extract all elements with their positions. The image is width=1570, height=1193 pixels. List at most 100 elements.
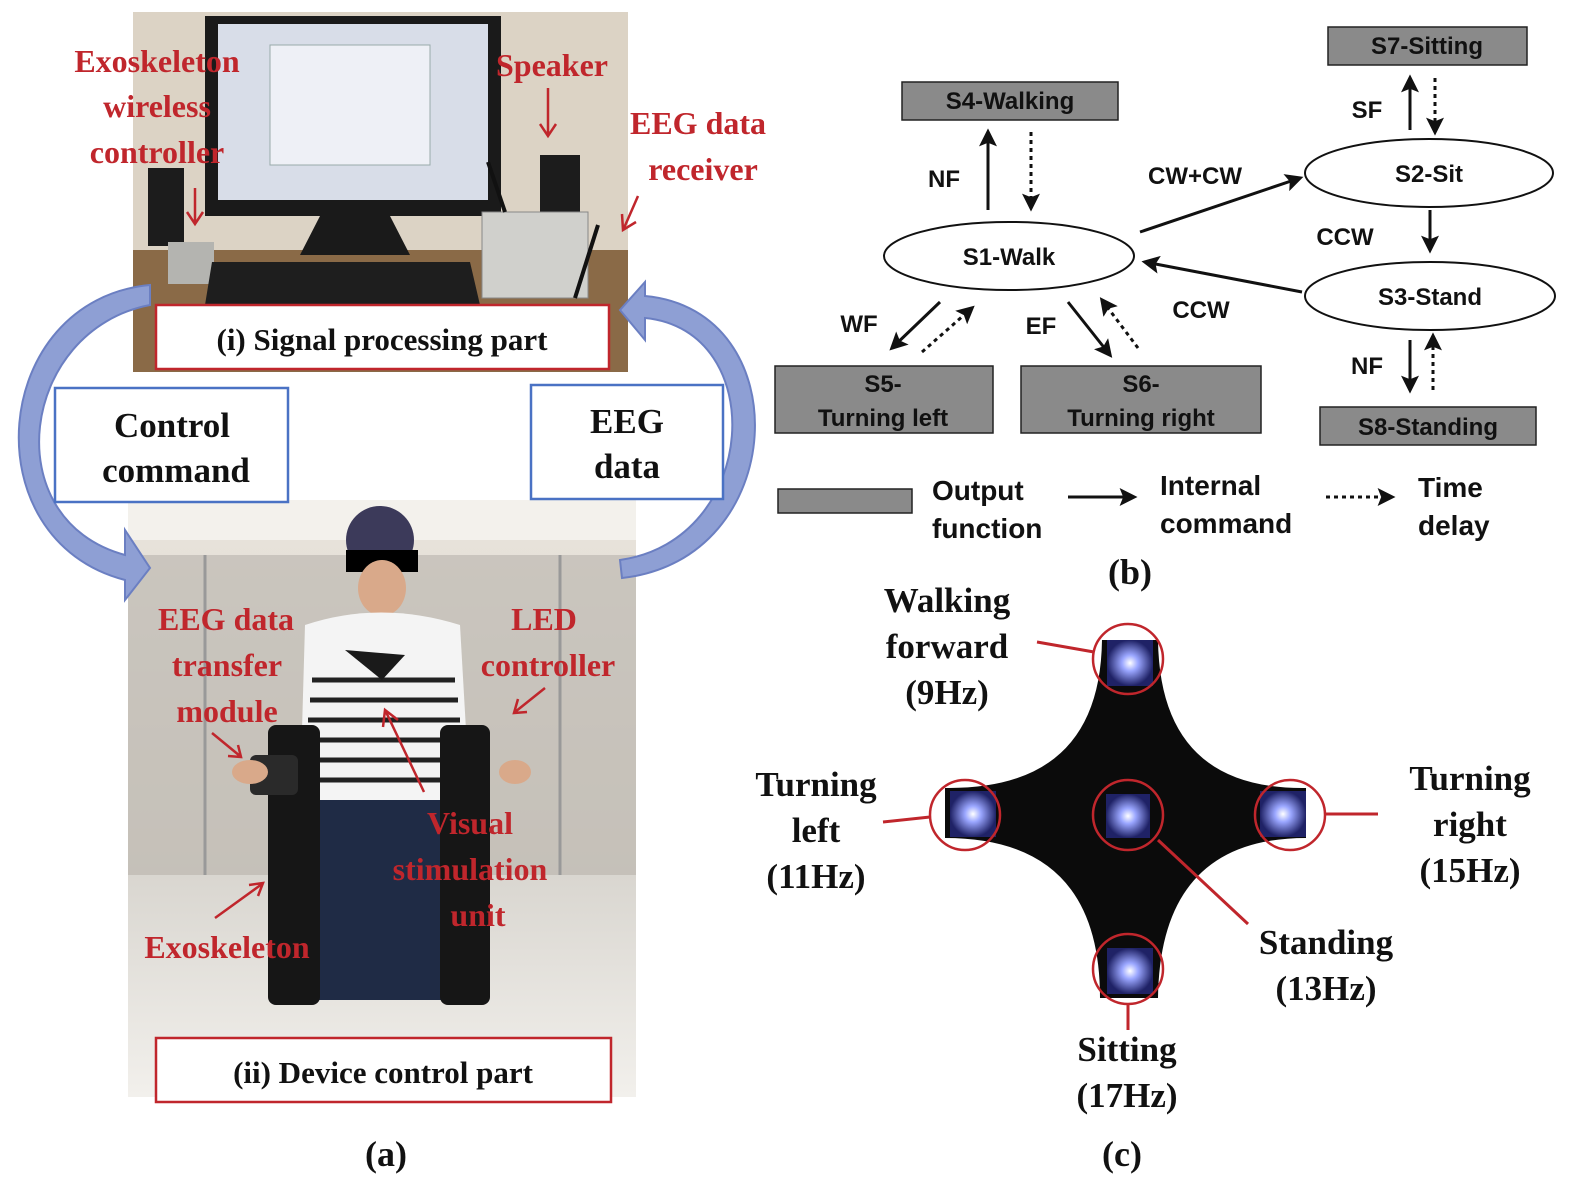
eeg-data-line1: EEG [590,402,664,441]
label-standing-2: (13Hz) [1275,969,1376,1008]
state-s8-label: S8-Standing [1358,414,1498,441]
state-s2-label: S2-Sit [1395,161,1463,188]
control-command-line2: command [102,451,250,490]
state-s1-label: S1-Walk [963,244,1056,271]
circle-forward [1091,622,1165,696]
eeg-data-box [529,383,725,501]
caption-b: (b) [1108,552,1152,592]
state-s8-box [1319,406,1537,446]
transfer-module-label-1: EEG data [158,601,294,637]
transfer-module-label-2: transfer [172,647,282,683]
led-standing-icon [1106,794,1150,838]
caption-c: (c) [1102,1134,1142,1174]
exoskeleton-right-icon [440,725,490,1005]
led-left-icon [950,791,996,837]
legend-internal-line1: Internal [1160,470,1261,501]
state-s3-ellipse [1304,261,1556,331]
state-s4-label: S4-Walking [946,88,1074,115]
device-control-label: (ii) Device control part [233,1055,534,1090]
arrow-s1-s2 [1139,174,1304,234]
pointer-led [512,687,546,715]
label-forward-3: (9Hz) [905,673,989,712]
label-right-1: Turning [1409,759,1531,798]
exoskeleton-label: Exoskeleton [144,929,310,965]
edge-nf-top-label: NF [928,166,960,193]
edge-wf-label: WF [840,311,877,338]
pointer-visual [381,707,426,793]
label-sitting-1: Sitting [1077,1030,1177,1069]
label-right-3: (15Hz) [1419,851,1520,890]
exo-controller-label-2: wireless [103,88,211,124]
delay-s6-s1 [1099,297,1140,349]
arrow-s1-s5 [889,300,942,351]
state-diagram: S4-Walking S7-Sitting S5- Turning left S… [774,26,1556,544]
visual-unit-label-3: unit [450,897,505,933]
eeg-receiver-label-1: EEG data [630,105,766,141]
label-left-2: left [792,811,841,850]
stimulation-unit-icon [345,650,405,680]
circle-left [928,778,1002,852]
speaker-left-icon [148,168,184,246]
edge-ccw-down-label: CCW [1316,224,1374,251]
control-command-line1: Control [114,406,230,445]
state-s6-box [1020,365,1262,434]
label-standing-1: Standing [1259,923,1394,962]
legend-delay-line1: Time [1418,472,1483,503]
exo-controller-label-3: controller [90,134,224,170]
pointer-controller [185,188,205,227]
caption-a: (a) [365,1134,407,1174]
pointer-receiver [620,195,640,233]
eeg-data-line2: data [594,447,660,486]
person-jeans [318,800,448,1000]
pointer-exoskeleton [214,881,265,920]
led-forward-icon [1107,640,1153,686]
pointer-speaker [538,88,558,139]
eeg-receiver-icon [481,211,589,299]
leader-forward [1036,640,1095,654]
eeg-receiver-label-2: receiver [648,151,758,187]
stimulation-panel: Walking forward (9Hz) Turning left (11Hz… [755,581,1531,1115]
state-s3-label: S3-Stand [1378,284,1482,311]
pointer-transfer [211,732,243,759]
exo-controller-label-1: Exoskeleton [74,43,240,79]
legend-output-line2: function [932,513,1042,544]
label-left-1: Turning [755,765,877,804]
legend-output-swatch [777,488,913,514]
photo-device-control [128,500,636,1097]
state-s1-ellipse [883,221,1135,291]
control-command-box [53,386,290,504]
led-controller-label-1: LED [511,601,577,637]
legend-internal-line2: command [1160,508,1292,539]
legend-output-line1: Output [932,475,1024,506]
speaker-label: Speaker [496,47,608,83]
state-s2-ellipse [1304,138,1554,208]
transfer-module-label-3: module [176,693,277,729]
state-s6-label-2: Turning right [1067,405,1215,432]
led-right-icon [1260,791,1306,837]
edge-nf-bottom-label: NF [1351,353,1383,380]
leader-standing [1156,838,1250,926]
arrow-s1-s6 [1066,301,1113,358]
signal-processing-label: (i) Signal processing part [217,322,549,357]
state-s7-box [1327,26,1528,66]
circle-standing [1091,778,1165,852]
led-sitting-icon [1107,948,1153,994]
visual-unit-label-1: Visual [427,805,513,841]
keyboard-icon [205,262,480,305]
led-controller-label-2: controller [481,647,615,683]
edge-cw-cw-label: CW+CW [1148,163,1242,190]
state-s5-label-2: Turning left [818,405,948,432]
edge-ef-label: EF [1026,313,1057,340]
edge-sf-label: SF [1352,97,1383,124]
wireless-controller-icon [168,242,214,284]
arrow-s3-s1 [1141,255,1303,294]
state-s5-label-1: S5- [864,371,901,398]
state-s7-label: S7-Sitting [1371,33,1483,60]
edge-ccw-back-label: CCW [1172,297,1230,324]
state-s6-label-1: S6- [1122,371,1159,398]
visual-unit-label-2: stimulation [393,851,548,887]
signal-processing-box [154,303,611,371]
device-control-box [154,1036,613,1104]
leader-left [882,815,931,824]
